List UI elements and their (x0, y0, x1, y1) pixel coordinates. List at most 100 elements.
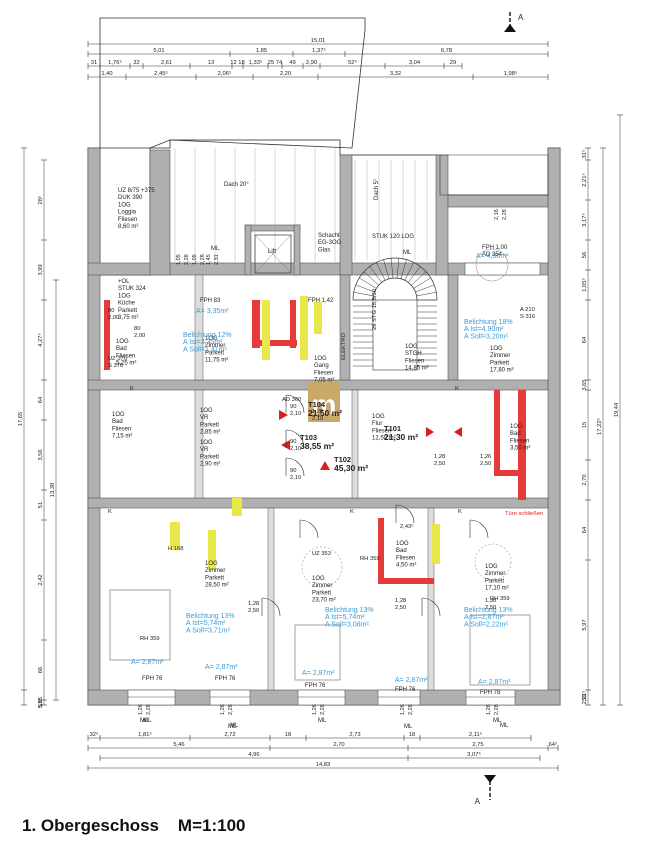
room-label-loggia: DUK 390 (118, 195, 143, 201)
unit-arrow (281, 440, 290, 450)
room-label-vr2: Parkett (200, 454, 219, 460)
room-label-bad-mid-left: 1OG (112, 412, 125, 418)
room-label-gang: Fliesen (314, 370, 333, 376)
misc-label: K (350, 509, 354, 515)
room-label-zimmer-bottom-left: Parkett (205, 575, 224, 581)
dim-right-inner-label: 56 (582, 252, 588, 258)
ml-label: ML (140, 718, 149, 724)
dim-right-inner-label: 5,97 (582, 619, 588, 630)
lighting-light-bottom-left: A Soll=3,71m² (186, 627, 230, 634)
stair-step (415, 284, 435, 293)
unit-arrow (426, 427, 434, 437)
window-height: 1,05 (192, 254, 198, 265)
window-height: 2,28 (408, 704, 414, 715)
room-label-zimmer-bottom-right: 17,10 m² (485, 586, 509, 592)
dim-left-inner-label: 2,42 (38, 574, 44, 585)
door-label: 2,10 (290, 411, 301, 417)
room-label-vr2: 2,90 m² (200, 462, 220, 468)
misc-label: A 210 (520, 307, 535, 313)
door-label: 2,10 (290, 446, 301, 452)
new-wall (290, 300, 296, 348)
stair-step (359, 277, 377, 289)
dim-top-3-label: 32 (133, 60, 139, 66)
misc-label: S 376 (108, 363, 123, 369)
stair-outer (352, 257, 438, 301)
door-swing (285, 394, 305, 414)
dim-top-3-label: 12 18 (230, 60, 245, 66)
room-label-bad-mid-right: 3,50 m² (510, 446, 530, 452)
misc-label: H 168 (168, 546, 183, 552)
window-height: 2,31 (214, 254, 220, 265)
dim-top-3-label: 25 74 (268, 60, 283, 66)
window-height: 1,05 (176, 254, 182, 265)
roof-outline (99, 17, 366, 149)
ml-label: ML (404, 724, 413, 730)
door-label: 80 (108, 308, 114, 314)
ml-label: ML (493, 718, 502, 724)
demolition-wall (232, 498, 242, 516)
dim-bot-2-label: 2,75 (472, 742, 483, 748)
window-height: 2,28 (146, 704, 152, 715)
window-height: 2,28 (184, 254, 190, 265)
logo-letter: m (312, 389, 337, 420)
dim-right-inner-label: 1,05⁵ (581, 278, 588, 292)
room-label-loggia: UZ 8/75 +375 (118, 188, 155, 194)
dim-bot-2-label: 2,70 (333, 742, 344, 748)
lighting-light-bottom-right: A Soll=2,22m² (464, 621, 508, 628)
dim-top-2-label: 6,78 (441, 48, 452, 54)
stair-step (413, 277, 431, 289)
room-label-zimmer-top-left: Parkett (205, 350, 224, 356)
door-label: 2,10 (290, 475, 301, 481)
unit-area: 45,30 m² (334, 463, 368, 473)
room-label-kueche: Küche (118, 301, 136, 307)
dim-bot-1-label: 2,72 (224, 732, 235, 738)
wall-stair-right (435, 154, 449, 276)
dim-right-inner-label: 2,21⁵ (581, 690, 588, 704)
window-top (464, 262, 541, 276)
dim-left-inner-label: 4,27⁵ (37, 333, 44, 347)
room-label-zimmer-bottom-mid: Zimmer (312, 583, 332, 589)
stair-step (404, 262, 414, 281)
new-wall (494, 470, 524, 476)
room-label-stiege: 1OG (405, 344, 418, 350)
room-label-zimmer-bottom-right: Parkett (485, 578, 504, 584)
fph-label: FPH 83 (200, 298, 221, 304)
stair-step (369, 266, 382, 283)
lighting-light-top-left: A Ist=3,35m² (183, 339, 223, 346)
unit-code: T102 (334, 455, 351, 464)
stair-step (408, 266, 421, 283)
section-arrow-bottom (484, 775, 496, 783)
room-label-loggia: Loggia (118, 210, 137, 216)
unit-area: 21,50 m² (308, 408, 342, 418)
window-area: A= 2,87m² (395, 677, 428, 684)
window-height: 1,26 (400, 704, 406, 715)
door-label: 2,50 (434, 461, 445, 467)
room-label-bad-left: Fliesen (116, 353, 135, 359)
unit-area: 21,30 m² (384, 432, 418, 442)
window-height: 1,45 (206, 254, 212, 265)
bed (109, 589, 171, 661)
wall-lower-row (87, 497, 549, 509)
dim-right-inner-label: 64 (582, 526, 588, 533)
dim-left-outer-2-label: 13,38 (50, 483, 56, 498)
room-label-flur: 12,50 m² (372, 436, 396, 442)
lift-shaft (254, 234, 292, 274)
wall-right (547, 147, 561, 706)
room-label-bad-mid-right: Fliesen (510, 438, 529, 444)
wall-int-4 (194, 389, 204, 499)
misc-label: K (455, 386, 459, 392)
wall-lift-top (244, 224, 301, 232)
stair-step (396, 258, 400, 279)
stair-inner (372, 277, 418, 301)
dim-bot-2-label: 64⁵ (549, 741, 558, 748)
lighting-light-top-right: A Soll=3,20m² (464, 333, 508, 340)
fph-label: FPH 1,42 (308, 298, 334, 304)
dim-bot-1-label: 2,11⁵ (469, 731, 483, 738)
door-label: 90 (290, 439, 296, 445)
room-label-roof-stair: Dach 5° (374, 178, 380, 200)
logo-mark (308, 382, 340, 422)
window-area: A= 2,87m² (302, 670, 335, 677)
new-wall (252, 340, 297, 346)
room-label-schacht: Glas (318, 247, 330, 253)
room-label-gang: 1OG (314, 356, 327, 362)
